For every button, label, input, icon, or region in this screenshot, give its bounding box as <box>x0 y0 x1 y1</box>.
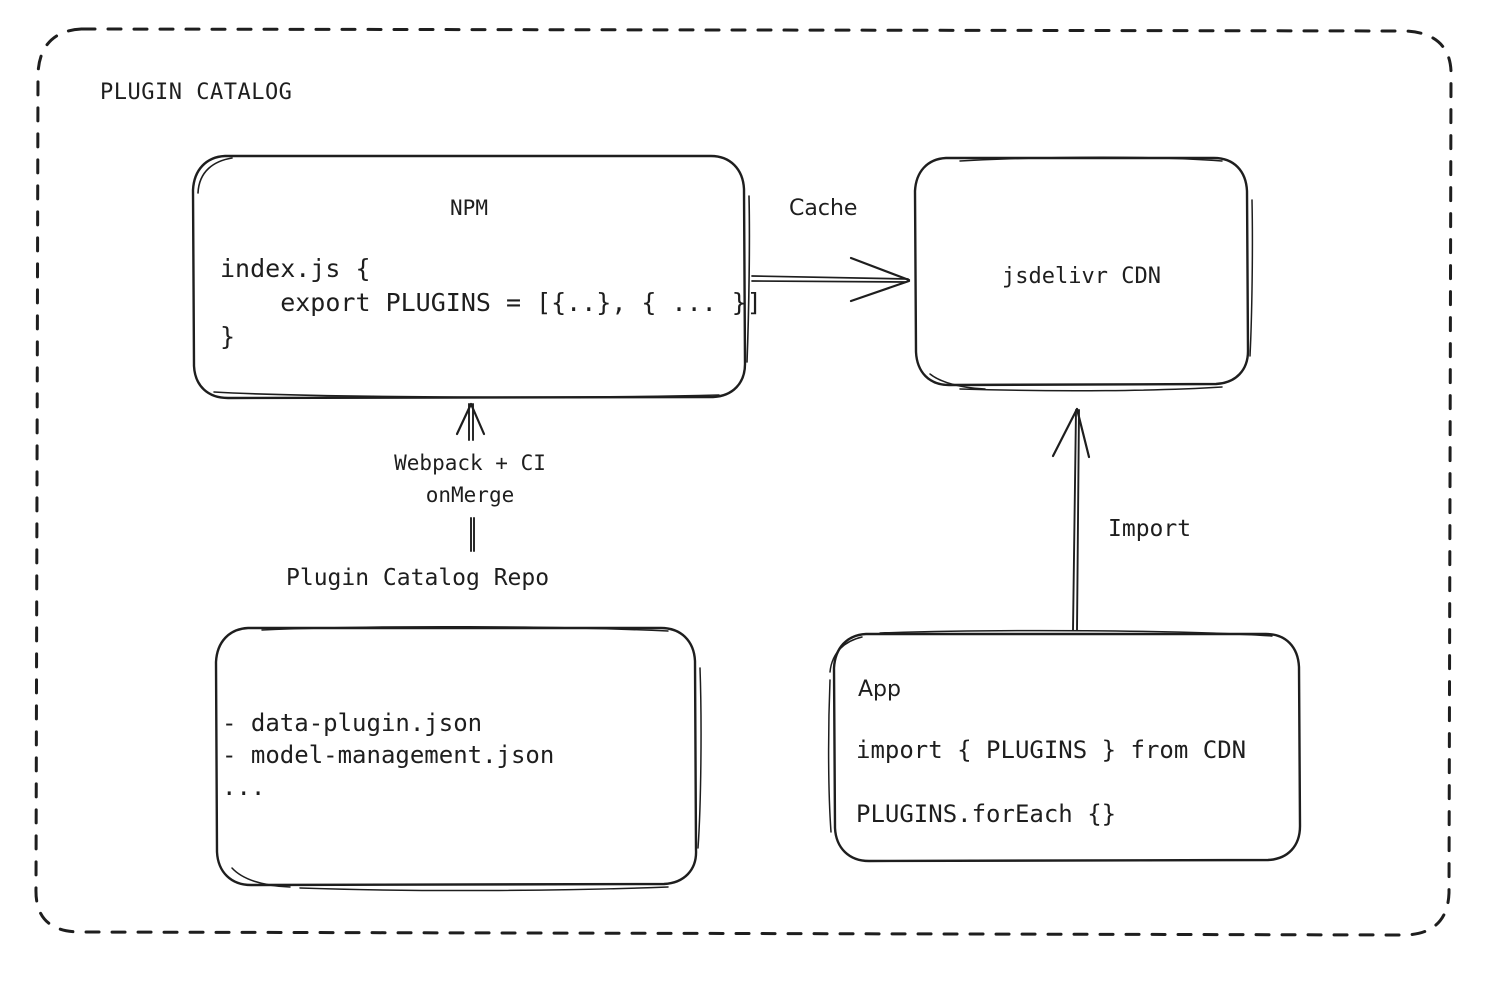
npm-node-title: NPM <box>450 196 488 220</box>
repo-node-items: - data-plugin.json - model-management.js… <box>222 709 555 801</box>
frame-title: PLUGIN CATALOG <box>100 80 293 105</box>
cache-edge-label: Cache <box>789 196 858 221</box>
repo-node-shape[interactable] <box>214 625 702 892</box>
build-arrow <box>455 402 486 552</box>
plugin-catalog-frame <box>34 27 1453 937</box>
npm-node-code: index.js { export PLUGINS = [{..}, { ...… <box>220 254 762 351</box>
cache-arrow <box>751 256 911 303</box>
cdn-node-shape[interactable] <box>913 156 1254 392</box>
app-node-import-line: import { PLUGINS } from CDN <box>856 736 1247 764</box>
npm-node-shape[interactable] <box>191 154 751 400</box>
import-edge-label: Import <box>1108 516 1192 542</box>
cdn-node-title: jsdelivr CDN <box>1002 264 1161 289</box>
import-arrow <box>1051 407 1091 631</box>
app-node-title: App <box>858 677 901 702</box>
repo-node-label: Plugin Catalog Repo <box>286 565 550 591</box>
build-edge-label: Webpack + CI onMerge <box>394 451 546 507</box>
app-node-shape[interactable] <box>827 629 1302 863</box>
app-node-foreach-line: PLUGINS.forEach {} <box>856 800 1117 828</box>
